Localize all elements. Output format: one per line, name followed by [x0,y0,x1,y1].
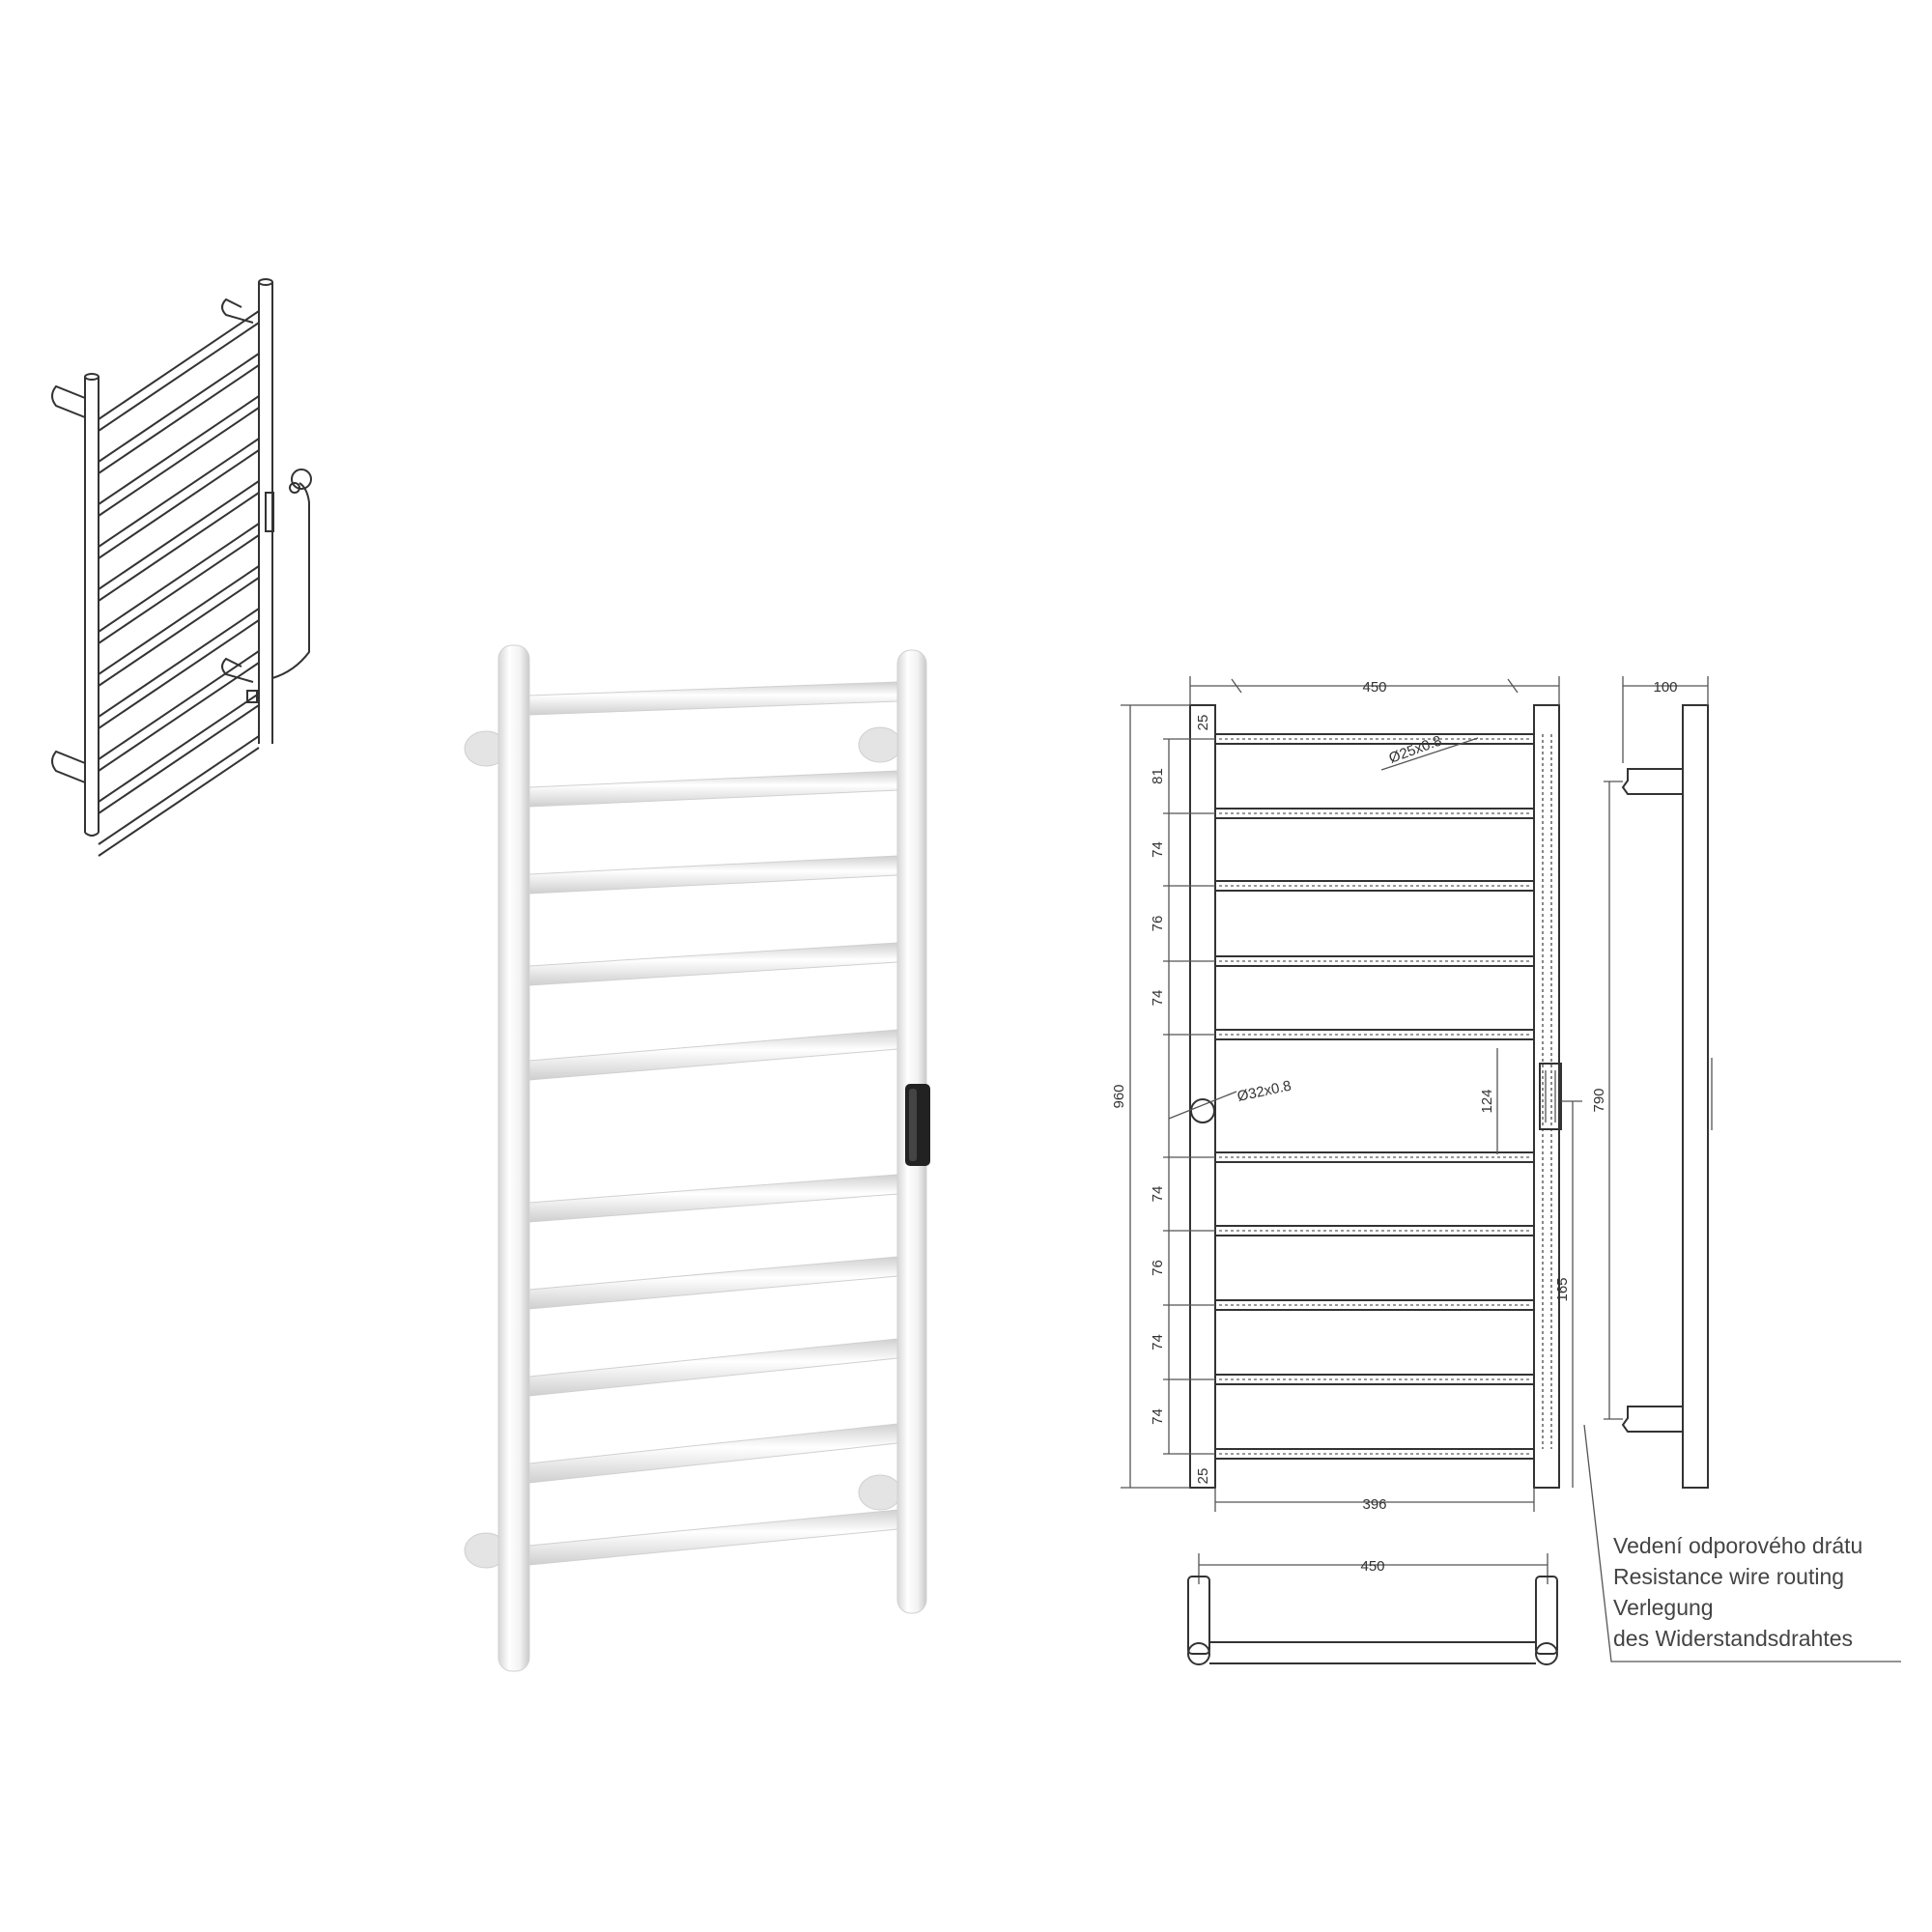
plan-right-end [1535,1642,1558,1665]
sketch-rail [98,608,260,729]
render-rail [528,1256,898,1310]
legend-line-cz: Vedení odporového drátu [1613,1533,1862,1558]
legend-line-en: Resistance wire routing [1613,1564,1844,1589]
render-rail [528,855,898,895]
legend-leader [1583,1424,1901,1662]
product-render [464,644,930,1672]
bar-length-label: 396 [1362,1496,1386,1513]
plan-left-end [1187,1642,1210,1665]
top-offset-label: 25 [1195,715,1211,731]
spacing-ticks [1163,738,1215,1455]
spacing-labels: 81 74 76 74 74 76 74 74 [1150,768,1166,1425]
legend-line-de2: des Widerstandsdrahtes [1613,1626,1853,1651]
render-rail [528,681,898,716]
render-rail [528,1423,898,1484]
sketch-switch [246,690,258,703]
sketch-back-cap [258,278,273,286]
front-elevation: 450 960 396 124 165 25 25 Ø25x0.8 Ø32x0.… [1111,676,1901,1662]
side-pipe [1682,704,1709,1489]
rail-diameter-label: Ø25x0.8 [1387,732,1444,766]
sketch-rail [98,693,260,814]
sketch-bracket [51,384,86,418]
sketch-front-cap [84,373,99,381]
sketch-rail [98,310,260,432]
sketch-rail [98,480,260,602]
sketch-rail [98,565,260,687]
depth-label: 100 [1653,679,1677,696]
overall-height-label: 960 [1111,1084,1127,1108]
sketch-plug [291,469,312,490]
rail-spacing-label: 74 [1150,841,1166,858]
sketch-bracket [51,750,86,783]
bottom-offset-label: 25 [1195,1468,1211,1485]
sketch-rail [98,395,260,517]
rail-spacing-label: 81 [1150,768,1166,784]
switch-height-label: 124 [1479,1089,1495,1113]
plan-width-label: 450 [1360,1558,1384,1575]
render-rails [528,681,898,1566]
rail-spacing-label: 74 [1150,1408,1166,1425]
elev-right-pipe [1533,704,1560,1489]
elev-left-pipe [1189,704,1216,1489]
overall-width-label: 450 [1362,679,1386,696]
rail-spacing-label: 76 [1150,1260,1166,1276]
rail-spacing-label: 74 [1150,990,1166,1007]
sketch-rails [98,310,260,857]
sketch-rail [98,735,260,857]
rail-spacing-label: 74 [1150,1186,1166,1203]
sketch-front-base [84,832,99,837]
legend-line-de1: Verlegung [1613,1595,1714,1620]
sketch-control-box [265,492,274,532]
elev-switch-box [1539,1063,1562,1130]
render-rail [528,1338,898,1397]
plan-left-pipe [1187,1576,1210,1655]
pipe-spacing-label: 790 [1591,1088,1607,1112]
rail-diameter-leader [1380,737,1479,771]
render-rail [528,1509,898,1566]
rail-spacing-label: 74 [1150,1334,1166,1350]
sketch-rail [98,523,260,644]
side-elevation: 100 790 [1591,676,1713,1489]
render-bracket [858,726,902,763]
dim-tick [1507,678,1519,694]
render-control-highlight [909,1089,917,1161]
wire-routing-legend: Vedení odporového drátu Resistance wire … [1613,1533,1862,1651]
sketch-rail [98,438,260,559]
sketch-bracket [221,298,254,324]
dim-tick [1231,678,1242,694]
sketch-rail [98,650,260,772]
lower-height-label: 165 [1554,1277,1571,1301]
sketch-plug-ring [289,482,300,494]
pipe-diameter-label: Ø32x0.8 [1236,1077,1293,1104]
sketch-rail [98,353,260,474]
render-rail [528,1174,898,1223]
render-rail [528,770,898,808]
elev-pipe-hole [1190,1098,1215,1123]
render-bracket [858,1474,902,1511]
side-bottom-bracket [1621,1406,1684,1433]
render-rail [528,1029,898,1081]
rail-spacing-label: 76 [1150,916,1166,932]
render-left-pipe [497,644,530,1672]
isometric-sketch [51,278,312,857]
plan-view: 450 [1187,1553,1558,1665]
render-control-box [905,1084,930,1166]
plan-right-pipe [1535,1576,1558,1655]
sketch-cable [271,482,310,679]
render-rail [528,942,898,986]
pipe-diameter-leader [1168,1091,1237,1120]
side-top-bracket [1621,768,1684,795]
